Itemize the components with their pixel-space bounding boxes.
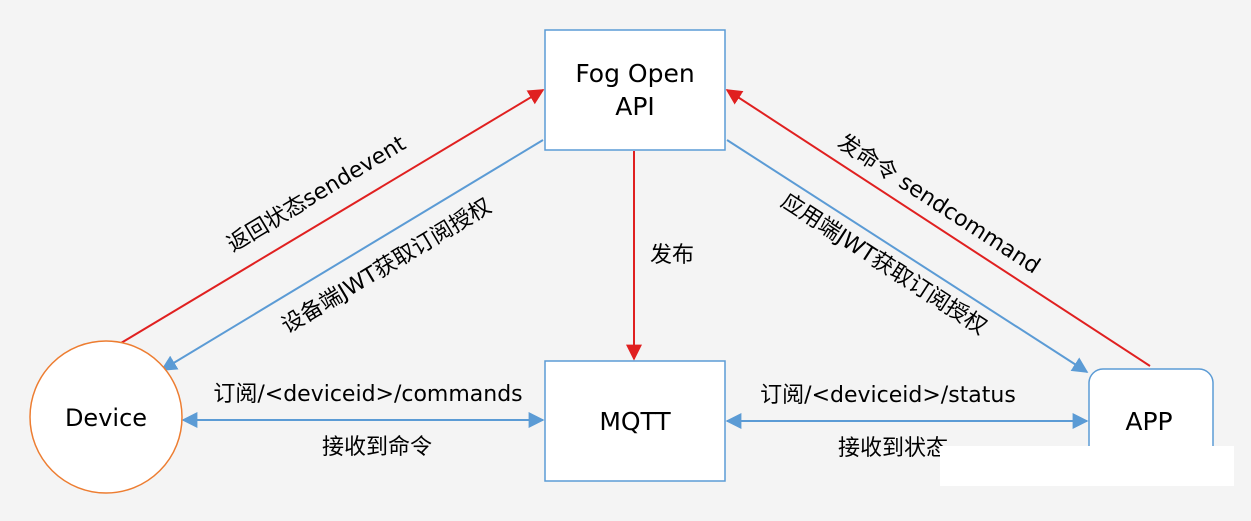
app-label: APP	[1125, 407, 1172, 436]
label-device-mqtt-bottom: 接收到命令	[322, 435, 432, 460]
label-device-to-api: 返回状态sendevent	[223, 131, 411, 257]
mqtt-label: MQTT	[599, 407, 671, 436]
watermark-overlay	[940, 446, 1234, 486]
label-device-mqtt-top: 订阅/<deviceid>/commands	[213, 382, 522, 407]
node-mqtt: MQTT	[544, 360, 726, 482]
node-fog-open-api: Fog Open API	[544, 29, 726, 151]
label-api-to-mqtt: 发布	[650, 243, 694, 268]
edge-app-to-api	[725, 89, 1151, 367]
edge-api-to-device	[160, 139, 544, 371]
fog-api-label-line2: API	[615, 92, 655, 121]
edge-api-to-app	[726, 139, 1089, 373]
edge-device-to-api	[105, 89, 545, 353]
device-label: Device	[65, 404, 147, 432]
label-app-mqtt-top: 订阅/<deviceid>/status	[760, 383, 1016, 408]
label-app-mqtt-bottom: 接收到状态	[838, 436, 948, 461]
label-api-to-device: 设备端JWT获取订阅授权	[277, 194, 495, 339]
fog-api-label-line1: Fog Open	[575, 59, 694, 88]
node-device: Device	[29, 340, 183, 494]
